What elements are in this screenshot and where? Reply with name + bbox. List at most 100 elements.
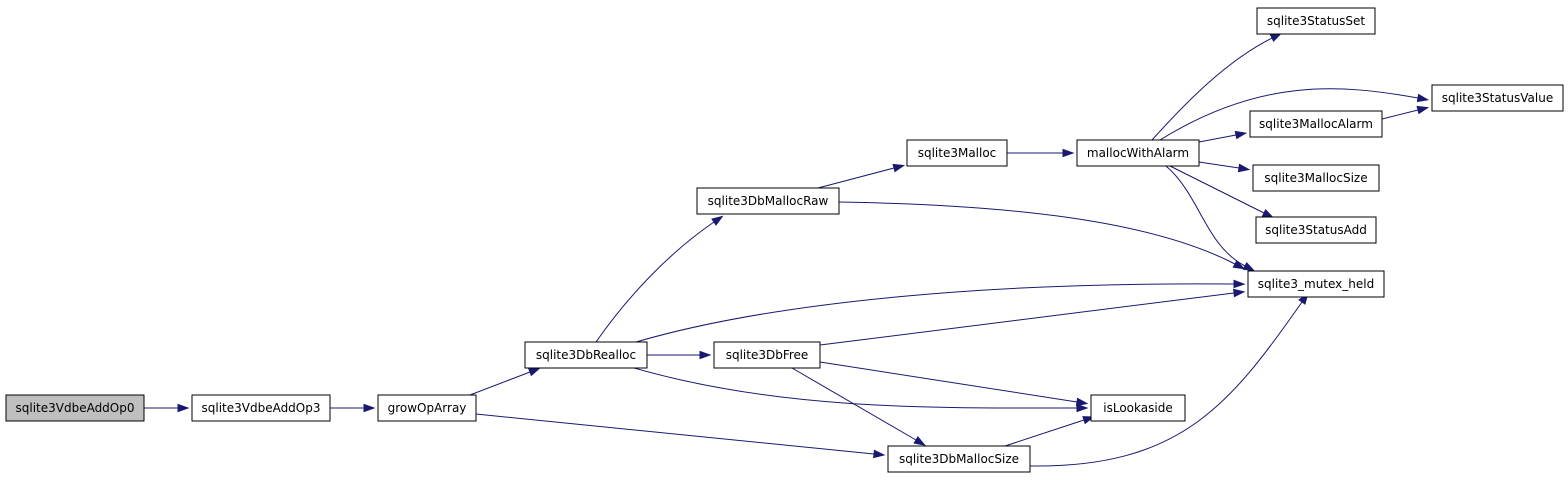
node-box — [524, 341, 648, 369]
node-label: sqlite3StatusAdd — [1265, 223, 1367, 237]
edge-line — [469, 371, 531, 396]
node-label: isLookaside — [1103, 401, 1172, 415]
edge-mallocWithAlarm-to-sqlite3MallocAlarm — [1198, 130, 1248, 143]
node-box — [1431, 84, 1564, 112]
node-sqlite3DbFree[interactable]: sqlite3DbFree — [713, 341, 821, 369]
node-box — [887, 445, 1031, 473]
edges-layer — [144, 32, 1430, 467]
node-box — [1256, 7, 1376, 35]
arrowhead-icon — [1062, 148, 1075, 158]
edge-line — [1198, 161, 1240, 169]
arrowhead-icon — [1237, 163, 1251, 173]
node-box — [1247, 270, 1385, 298]
node-label: sqlite3MallocAlarm — [1259, 117, 1373, 131]
edge-line — [1159, 88, 1419, 141]
edge-sqlite3DbRealloc-to-isLookaside — [633, 367, 1089, 413]
node-box — [1252, 164, 1380, 192]
edge-line — [817, 167, 895, 189]
node-label: sqlite3StatusSet — [1267, 14, 1365, 28]
arrowhead-icon — [873, 449, 886, 459]
arrowhead-icon — [1075, 397, 1089, 407]
node-sqlite3_mutex_held[interactable]: sqlite3_mutex_held — [1247, 270, 1385, 298]
edge-line — [1165, 165, 1246, 267]
edge-mallocWithAlarm-to-sqlite3StatusValue — [1159, 88, 1430, 141]
arrowhead-icon — [711, 215, 724, 226]
node-sqlite3DbRealloc[interactable]: sqlite3DbRealloc — [524, 341, 648, 369]
node-label: sqlite3DbMallocSize — [899, 452, 1019, 466]
node-mallocWithAlarm[interactable]: mallocWithAlarm — [1076, 139, 1200, 167]
nodes-layer: sqlite3VdbeAddOp0 sqlite3VdbeAddOp3 growOp… — [5, 7, 1564, 473]
node-label: sqlite3Malloc — [918, 146, 997, 160]
arrowhead-icon — [1233, 288, 1246, 298]
node-sqlite3MallocSize[interactable]: sqlite3MallocSize — [1252, 164, 1380, 192]
node-sqlite3StatusValue[interactable]: sqlite3StatusValue — [1431, 84, 1564, 112]
edge-sqlite3Malloc-to-mallocWithAlarm — [1007, 148, 1075, 158]
edge-growOpArray-to-sqlite3DbMallocSize — [475, 413, 886, 459]
edge-sqlite3DbMallocRaw-to-sqlite3Malloc — [817, 163, 906, 189]
edge-line — [1004, 419, 1085, 447]
arrowhead-icon — [1076, 403, 1089, 413]
node-label: sqlite3DbMallocRaw — [708, 194, 829, 208]
edge-line — [838, 201, 1236, 265]
node-sqlite3VdbeAddOp3[interactable]: sqlite3VdbeAddOp3 — [191, 394, 331, 422]
arrowhead-icon — [527, 367, 541, 377]
edge-line — [1169, 165, 1265, 214]
node-box — [1090, 394, 1186, 422]
node-label: sqlite3VdbeAddOp0 — [15, 401, 134, 415]
arrowhead-icon — [699, 350, 712, 360]
node-sqlite3DbMallocSize[interactable]: sqlite3DbMallocSize — [887, 445, 1031, 473]
edge-sqlite3DbMallocRaw-to-sqlite3_mutex_held — [838, 201, 1246, 270]
node-label: sqlite3MallocSize — [1264, 171, 1367, 185]
edge-line — [791, 367, 917, 441]
edge-line — [633, 367, 1078, 409]
edge-mallocWithAlarm-to-sqlite3_mutex_held — [1165, 165, 1256, 272]
arrowhead-icon — [1242, 261, 1256, 272]
arrowhead-icon — [1233, 279, 1246, 289]
node-sqlite3StatusAdd[interactable]: sqlite3StatusAdd — [1255, 216, 1377, 244]
arrowhead-icon — [363, 403, 376, 413]
node-box — [5, 394, 145, 422]
edge-line — [475, 413, 875, 455]
node-box — [1255, 216, 1377, 244]
node-box — [191, 394, 331, 422]
node-isLookaside[interactable]: isLookaside — [1090, 394, 1186, 422]
edge-sqlite3DbRealloc-to-sqlite3DbFree — [647, 350, 712, 360]
edge-sqlite3DbRealloc-to-sqlite3DbMallocRaw — [595, 215, 724, 343]
arrowhead-icon — [1416, 105, 1430, 115]
edge-line — [635, 283, 1235, 343]
edge-sqlite3DbFree-to-sqlite3DbMallocSize — [791, 367, 926, 446]
edge-sqlite3DbRealloc-to-sqlite3_mutex_held — [635, 279, 1246, 343]
node-box — [906, 139, 1008, 167]
node-sqlite3Malloc[interactable]: sqlite3Malloc — [906, 139, 1008, 167]
edge-sqlite3VdbeAddOp0-to-sqlite3VdbeAddOp3 — [144, 403, 190, 413]
arrowhead-icon — [1416, 93, 1430, 103]
node-box — [713, 341, 821, 369]
node-sqlite3DbMallocRaw[interactable]: sqlite3DbMallocRaw — [696, 187, 840, 215]
arrowhead-icon — [1232, 259, 1246, 270]
node-sqlite3MallocAlarm[interactable]: sqlite3MallocAlarm — [1249, 110, 1383, 138]
edge-line — [1381, 109, 1419, 120]
node-box — [696, 187, 840, 215]
node-growOpArray[interactable]: growOpArray — [377, 394, 477, 422]
node-label: sqlite3DbFree — [726, 348, 809, 362]
edge-growOpArray-to-sqlite3DbRealloc — [469, 367, 541, 396]
node-sqlite3StatusSet[interactable]: sqlite3StatusSet — [1256, 7, 1376, 35]
node-label: sqlite3DbRealloc — [536, 348, 636, 362]
edge-sqlite3DbFree-to-isLookaside — [819, 361, 1089, 407]
arrowhead-icon — [892, 163, 906, 173]
edge-line — [819, 361, 1078, 403]
arrowhead-icon — [177, 403, 190, 413]
arrowhead-icon — [1261, 208, 1275, 219]
arrowhead-icon — [1269, 32, 1283, 43]
edge-line — [819, 292, 1235, 346]
edge-line — [1198, 134, 1237, 143]
edge-line — [1029, 301, 1303, 467]
node-label: sqlite3StatusValue — [1442, 91, 1553, 105]
node-box — [1076, 139, 1200, 167]
edge-sqlite3DbMallocSize-to-isLookaside — [1004, 416, 1095, 447]
edge-line — [595, 221, 715, 343]
arrowhead-icon — [913, 436, 926, 446]
edge-sqlite3MallocAlarm-to-sqlite3StatusValue — [1381, 105, 1430, 120]
node-sqlite3VdbeAddOp0[interactable]: sqlite3VdbeAddOp0 — [5, 394, 145, 422]
